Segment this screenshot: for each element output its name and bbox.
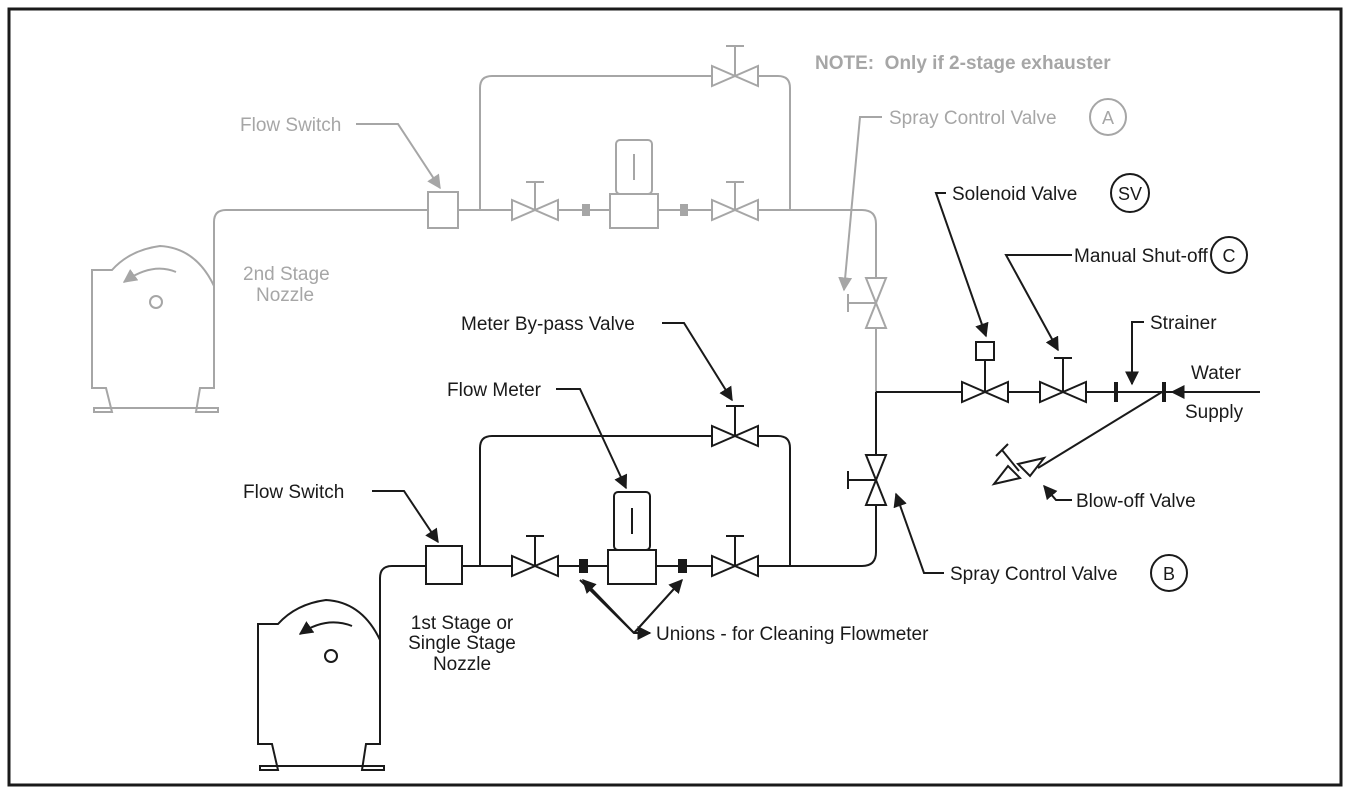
solenoid-tag-circle bbox=[1110, 173, 1150, 213]
strainer-leader bbox=[1125, 321, 1144, 386]
first-stage-flow-meter-icon bbox=[607, 491, 657, 585]
first-stage-exhauster-icon bbox=[257, 598, 385, 771]
second-stage-union-right bbox=[680, 204, 688, 216]
blowoff-branch-pipe bbox=[1037, 391, 1163, 469]
spray-control-a-label: Spray Control Valve bbox=[889, 108, 1057, 129]
meter-bypass-leader bbox=[662, 322, 733, 402]
manual-shutoff-tag-circle bbox=[1210, 236, 1248, 274]
second-stage-flow-switch bbox=[427, 191, 459, 229]
second-stage-flow-meter-icon bbox=[609, 139, 659, 229]
first-stage-flow-switch bbox=[425, 545, 463, 585]
manual-shutoff-label: Manual Shut-off bbox=[1074, 246, 1209, 267]
first-stage-nozzle-label-line1: 1st Stage or bbox=[411, 613, 514, 634]
manual-shutoff-valve-icon bbox=[1039, 357, 1087, 404]
blowoff-valve-icon bbox=[991, 443, 1047, 486]
meter-bypass-label: Meter By-pass Valve bbox=[461, 314, 635, 335]
first-stage-right-valve-icon bbox=[711, 535, 759, 578]
blowoff-leader bbox=[1043, 484, 1072, 501]
unions-leader-arrow-left bbox=[582, 578, 635, 634]
first-stage-nozzle-label-line2: Single Stage bbox=[408, 633, 516, 654]
solenoid-tag: SV bbox=[1118, 184, 1142, 204]
first-stage-left-valve-icon bbox=[511, 535, 559, 578]
spray-control-b-leader bbox=[893, 492, 944, 574]
second-stage-group bbox=[91, 45, 1127, 413]
first-stage-bypass-pipe bbox=[479, 435, 791, 566]
first-stage-nozzle-label-line3: Nozzle bbox=[433, 654, 491, 675]
spray-control-b-tag-circle bbox=[1150, 554, 1188, 592]
second-stage-nozzle-label-line1: 2nd Stage bbox=[243, 264, 330, 285]
first-stage-flow-switch-label: Flow Switch bbox=[243, 482, 344, 503]
second-stage-exhauster-icon bbox=[91, 244, 219, 413]
manual-shutoff-leader bbox=[1004, 254, 1072, 352]
first-stage-union-left bbox=[579, 559, 588, 573]
water-label: Water bbox=[1191, 363, 1242, 384]
spray-control-a-leader bbox=[838, 116, 882, 292]
spray-control-a-tag: A bbox=[1102, 108, 1114, 128]
strainer-label: Strainer bbox=[1150, 313, 1217, 334]
flow-meter-leader bbox=[556, 388, 628, 490]
meter-bypass-valve-icon bbox=[711, 405, 759, 448]
diagram-frame bbox=[7, 7, 1343, 787]
spray-control-valve-b-icon bbox=[847, 454, 888, 506]
spray-control-a-tag-circle bbox=[1089, 98, 1127, 136]
second-stage-bypass-pipe bbox=[479, 75, 791, 210]
second-stage-union-left bbox=[582, 204, 590, 216]
manual-shutoff-tag: C bbox=[1223, 246, 1236, 266]
second-stage-nozzle-label-line2: Nozzle bbox=[256, 285, 314, 306]
second-stage-flow-switch-leader bbox=[356, 123, 441, 190]
blowoff-label: Blow-off Valve bbox=[1076, 491, 1196, 512]
second-stage-flow-switch-label: Flow Switch bbox=[240, 115, 341, 136]
second-stage-right-valve-icon bbox=[711, 181, 759, 222]
first-stage-flow-switch-leader bbox=[372, 490, 439, 544]
flow-meter-label: Flow Meter bbox=[447, 380, 542, 401]
supply-label: Supply bbox=[1185, 402, 1244, 423]
solenoid-leader bbox=[934, 192, 989, 338]
second-stage-bypass-valve-icon bbox=[711, 45, 759, 88]
solenoid-valve-icon bbox=[961, 341, 1009, 404]
first-stage-group bbox=[257, 173, 1260, 771]
first-stage-union-right bbox=[678, 559, 687, 573]
spray-control-b-label: Spray Control Valve bbox=[950, 564, 1118, 585]
unions-leader-arrow-right bbox=[633, 578, 683, 634]
second-stage-left-valve-icon bbox=[511, 181, 559, 222]
note-label: NOTE: Only if 2-stage exhauster bbox=[815, 53, 1111, 74]
spray-control-b-tag: B bbox=[1163, 564, 1175, 584]
unions-label: Unions - for Cleaning Flowmeter bbox=[656, 624, 929, 645]
solenoid-label: Solenoid Valve bbox=[952, 184, 1077, 205]
spray-control-valve-a-icon bbox=[847, 277, 888, 329]
